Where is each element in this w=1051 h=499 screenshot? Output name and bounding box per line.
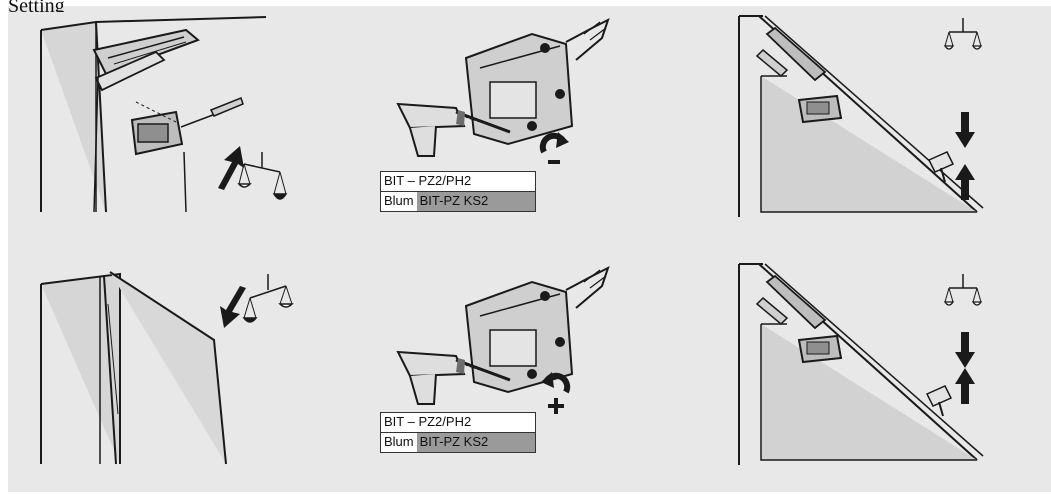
step-1-diagram bbox=[36, 12, 316, 217]
minus-sign bbox=[548, 160, 560, 164]
partial-heading: Setting bbox=[8, 0, 208, 12]
instruction-panel: Setting bbox=[8, 6, 1051, 492]
scales-icon bbox=[244, 272, 294, 332]
rotate-minus-icon bbox=[538, 124, 570, 170]
up-arrow-icon bbox=[955, 366, 975, 406]
scales-icon bbox=[945, 16, 981, 56]
step-3-diagram bbox=[733, 12, 1003, 227]
up-arrow-icon bbox=[955, 162, 975, 202]
bit-label: BIT – PZ2/PH2 Blum BIT-PZ KS2 bbox=[380, 412, 536, 453]
bit-label: BIT – PZ2/PH2 Blum BIT-PZ KS2 bbox=[380, 171, 536, 212]
bit-label-code: BIT-PZ KS2 bbox=[417, 192, 535, 211]
bit-label-brand: Blum bbox=[381, 192, 417, 211]
scales-icon bbox=[238, 150, 288, 210]
bit-label-line1: BIT – PZ2/PH2 bbox=[381, 172, 535, 192]
step-5-diagram: BIT – PZ2/PH2 Blum BIT-PZ KS2 bbox=[370, 264, 620, 469]
bit-label-code: BIT-PZ KS2 bbox=[417, 433, 535, 452]
step-6-diagram bbox=[733, 260, 1003, 475]
bit-label-brand: Blum bbox=[381, 433, 417, 452]
screwdriver-illustration bbox=[370, 16, 620, 176]
step-2-diagram: BIT – PZ2/PH2 Blum BIT-PZ KS2 bbox=[370, 16, 620, 221]
bit-label-line2: Blum BIT-PZ KS2 bbox=[381, 433, 535, 452]
down-arrow-icon bbox=[955, 110, 975, 150]
bit-label-line1: BIT – PZ2/PH2 bbox=[381, 413, 535, 433]
bit-label-line2: Blum BIT-PZ KS2 bbox=[381, 192, 535, 211]
step-4-diagram bbox=[36, 264, 316, 469]
rotate-plus-icon bbox=[540, 364, 572, 414]
screwdriver-illustration bbox=[370, 264, 620, 424]
down-arrow-icon bbox=[955, 330, 975, 370]
plus-sign bbox=[548, 398, 564, 414]
scales-icon bbox=[945, 272, 981, 312]
